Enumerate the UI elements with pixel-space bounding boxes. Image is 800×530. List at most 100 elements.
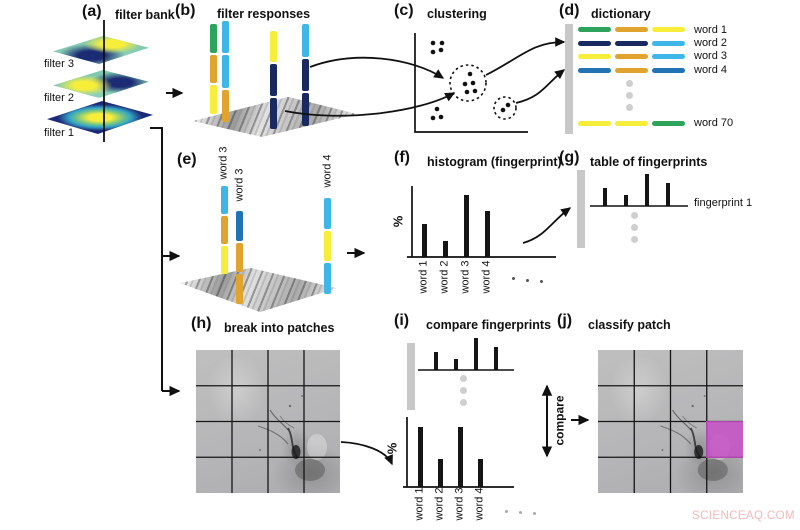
ellipsis-dot [631,224,638,231]
color-segment-orange [236,274,243,305]
word-1-row [578,27,685,32]
color-segment-green [210,24,217,53]
word-4-row [578,68,685,73]
panel-i-title: compare fingerprints [426,318,552,332]
histogram-bar [443,240,448,257]
fingerprint-1-label: fingerprint 1 [694,197,753,209]
branch-line [150,127,181,397]
color-segment-navy [615,41,648,46]
word-bar-1-label: word 3 [217,146,230,180]
color-segment-orange [615,68,648,73]
color-segment-yellow [652,27,685,32]
f-xlabel-word2: word 2 [438,260,451,294]
ellipsis-dot [626,92,633,99]
f-xlabel-word4: word 4 [480,260,493,294]
ellipsis-dot [460,375,467,382]
fingerprint-1-mini-histogram [603,174,670,206]
table-ellipsis [631,212,638,243]
dictionary-ellipsis [626,80,633,111]
word-2-row [578,41,685,46]
histogram-bar [485,210,490,257]
ellipsis-dot [631,236,638,243]
histogram-bar [458,427,463,487]
cluster-circle-small [493,96,517,120]
panel-d-title: dictionary [591,7,651,21]
panel-c-tag: (c) [394,2,414,19]
panel-a-title: filter bank [115,8,175,22]
panel-d-tag: (d) [559,2,580,19]
patch-grid [196,350,340,493]
cluster-axes [414,33,528,133]
panel-j-title: classify patch [588,318,671,332]
panel-g-tag: (g) [559,149,580,166]
color-segment-cyan [652,41,685,46]
color-segment-yellow [578,54,611,59]
f-y-axis-label: % [390,215,406,228]
word-2-label: word 2 [694,37,728,49]
color-segment-cyan [221,186,228,214]
f-xlabel-word1: word 1 [417,260,430,294]
color-segment-yellow [324,230,331,262]
panel-f-title: histogram (fingerprint) [427,155,562,169]
panel-e-tag: (e) [177,151,197,168]
color-segment-yellow [210,85,217,115]
dictionary-spine [565,24,573,134]
color-segment-green [578,27,611,32]
color-segment-cyan [652,54,685,59]
color-segment-yellow [578,121,611,126]
histogram-bar [645,174,649,206]
color-segment-navy [578,41,611,46]
i-xlabel-word1: word 1 [413,487,426,521]
filter-2-label: filter 2 [44,92,74,104]
color-segment-orange [615,54,648,59]
histogram-bar [478,458,483,487]
watermark: SCIENCEAQ.COM [692,510,795,522]
word-70-row [578,121,685,126]
color-segment-cyan [324,263,331,295]
classified-patch-image [598,350,743,493]
histogram-bar [666,182,670,206]
color-segment-steel [236,211,243,241]
ellipsis-dot [460,399,467,406]
histogram-bar [474,338,478,370]
i-axis-continuation-dots [505,510,536,515]
compare-table-spine [407,343,415,410]
fingerprint-histogram [422,192,490,257]
patch-fingerprint-histogram [418,427,483,487]
word-bar-2 [236,210,243,305]
cluster-points [430,40,511,121]
color-segment-yellow [615,121,648,126]
word-bar-3 [324,197,331,295]
response-bar-2 [222,20,229,123]
compare-ellipsis [460,375,467,406]
word-map-texture [180,267,337,313]
classified-patch-highlight [706,421,743,458]
color-segment-orange [210,54,217,84]
color-segment-orange [236,242,243,273]
color-segment-navy [270,97,277,129]
color-segment-steel [578,68,611,73]
panel-f-tag: (f) [394,149,410,166]
word-1-label: word 1 [694,24,728,36]
color-segment-cyan [324,198,331,229]
histogram-bar [434,352,438,370]
color-segment-yellow [270,31,277,63]
ellipsis-dot [631,212,638,219]
word-70-label: word 70 [694,117,734,129]
f-axis-continuation-dots [512,277,543,283]
i-xlabel-word4: word 4 [473,487,486,521]
word-bar-3-label: word 4 [321,154,334,188]
cluster-circle-large [449,64,487,102]
patch-image [196,350,340,493]
i-xlabel-word2: word 2 [433,487,446,521]
f-xlabel-word3: word 3 [459,260,472,294]
ellipsis-dot [460,387,467,394]
color-segment-orange [222,89,229,122]
patch-grid [598,350,743,493]
word-3-label: word 3 [694,50,728,62]
panel-h-tag: (h) [191,315,212,332]
word-bar-2-label: word 3 [233,168,246,202]
histogram-bar [494,346,498,370]
i-y-axis-label: % [384,442,400,455]
